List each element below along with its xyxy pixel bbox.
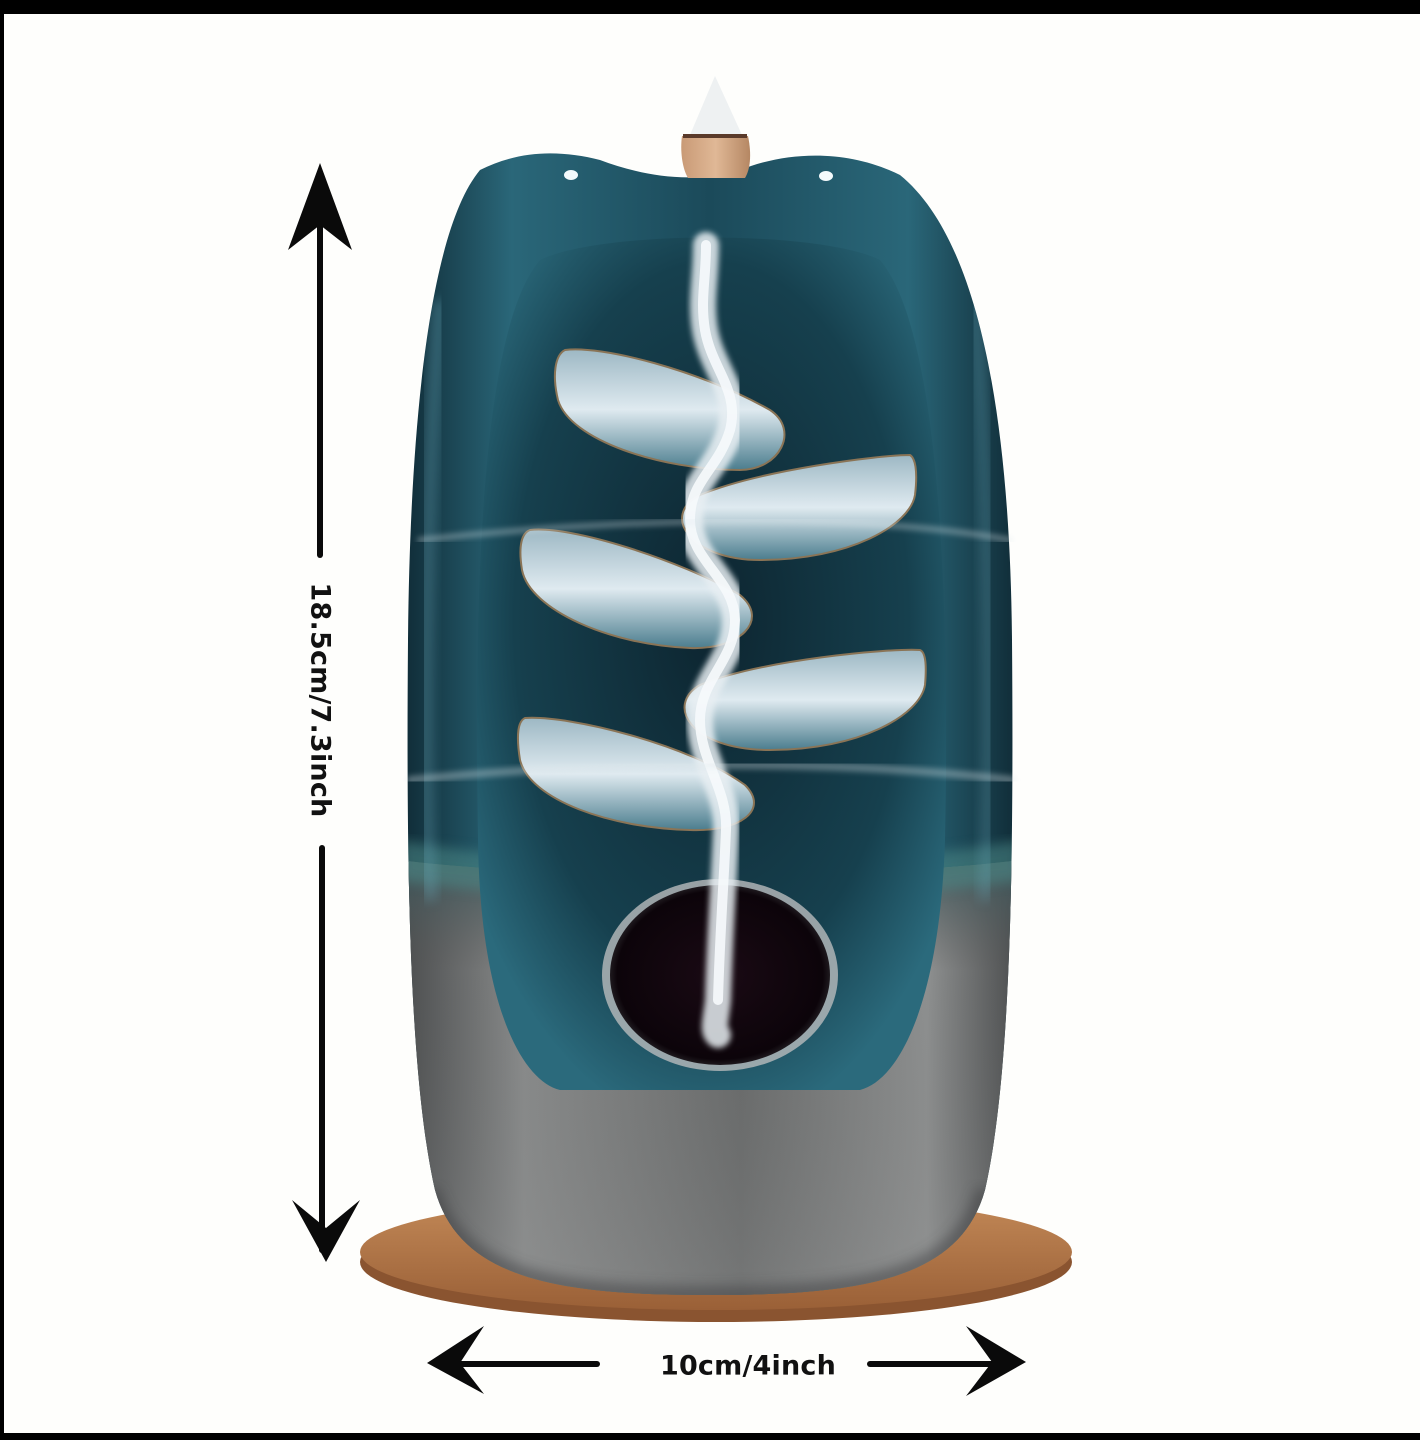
arrow-down-icon: [292, 1200, 360, 1262]
arrow-left-icon: [427, 1326, 484, 1394]
width-dimension-arrow: [427, 1326, 1026, 1396]
arrow-up-icon: [288, 163, 352, 250]
smoke-stream: [406, 232, 1016, 1048]
waterfall-ledges: [516, 348, 927, 832]
height-dimension-arrow: [288, 163, 360, 1262]
rim-highlights: [564, 170, 833, 181]
arrow-right-icon: [966, 1326, 1026, 1396]
incense-cone: [681, 76, 751, 178]
product-image-canvas: 18.5cm/7.3inch 10cm/4inch: [4, 14, 1420, 1433]
height-dimension-label: 18.5cm/7.3inch: [304, 582, 336, 818]
incense-burner-illustration: [288, 76, 1072, 1396]
width-dimension-label: 10cm/4inch: [659, 1350, 837, 1382]
